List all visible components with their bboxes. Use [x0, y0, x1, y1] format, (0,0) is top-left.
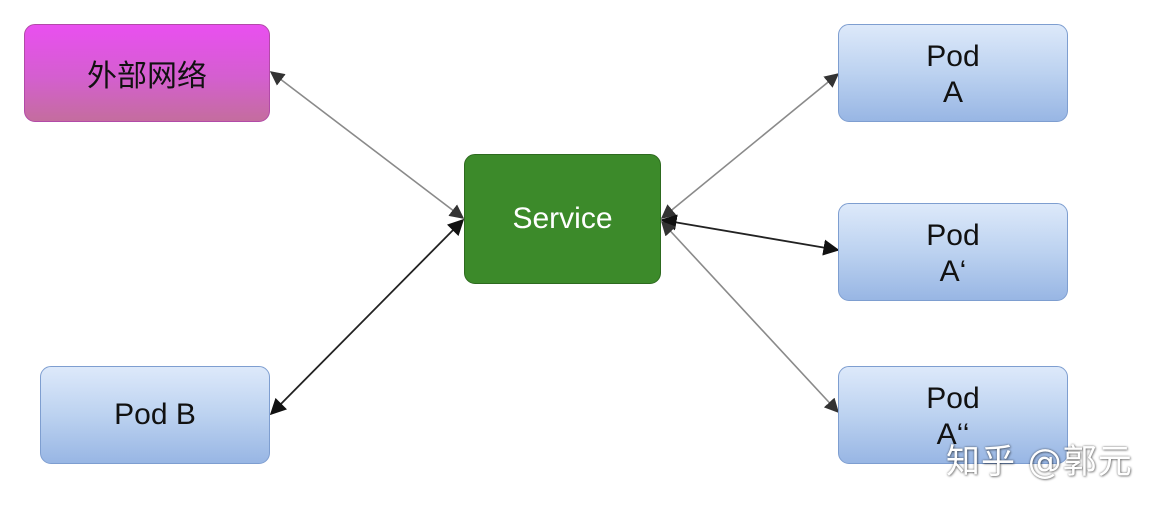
- pod-a-third-label-line2: A‘‘: [936, 418, 970, 451]
- pod-a-node: Pod A: [838, 24, 1068, 122]
- edge-service-pod-a-third: [661, 220, 839, 414]
- external-network-label: 外部网络: [87, 59, 207, 94]
- pod-a-prime-label-line1: Pod: [926, 219, 980, 252]
- pod-a-prime-label-line2: A‘: [939, 255, 967, 288]
- edge-service-pod-a-prime: [660, 214, 840, 256]
- external-network-node: 外部网络: [24, 24, 270, 122]
- pod-b-node: Pod B: [40, 366, 270, 464]
- pod-a-label-line1: Pod: [926, 40, 980, 73]
- edge-external-service: [269, 71, 465, 219]
- pod-a-third-node: Pod A‘‘: [838, 366, 1068, 464]
- service-node: Service: [464, 154, 661, 284]
- pod-a-label-line2: A: [942, 76, 963, 109]
- pod-a-prime-node: Pod A‘: [838, 203, 1068, 301]
- watermark: 知乎 @郭元: [946, 442, 1133, 482]
- service-label: Service: [512, 202, 613, 235]
- edge-podb-service: [269, 218, 465, 416]
- pod-a-third-label-line1: Pod: [926, 382, 980, 415]
- edge-service-pod-a: [660, 73, 840, 219]
- pod-b-label: Pod B: [114, 398, 196, 431]
